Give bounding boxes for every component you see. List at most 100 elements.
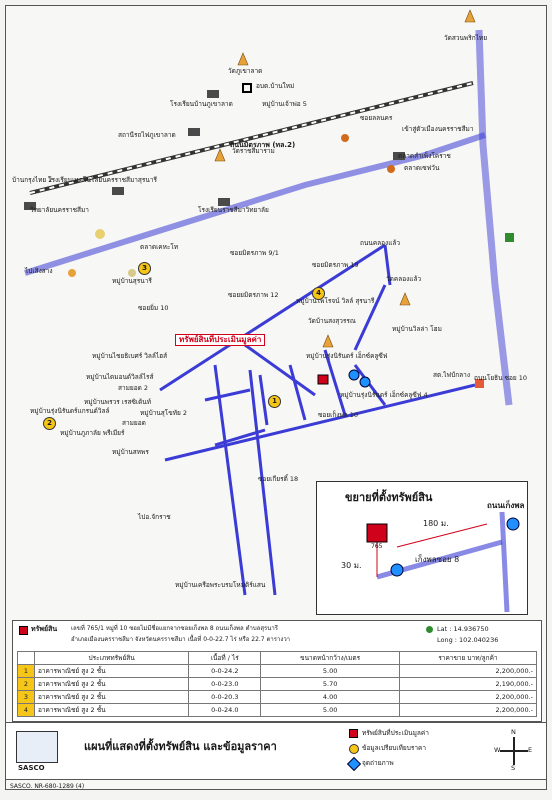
legend-subject-icon bbox=[349, 729, 358, 738]
road-label: ไปอ.จักราช bbox=[138, 513, 171, 521]
row-area: 0-0-20.3 bbox=[188, 690, 262, 704]
row-price: 2,200,000.- bbox=[398, 703, 538, 717]
inset-canvas bbox=[366, 511, 520, 613]
place-label: โรงเรียนบ้านภูเขาลาด bbox=[170, 100, 233, 108]
square-marker bbox=[242, 83, 252, 93]
table-row: 1 อาคารพาณิชย์ สูง 2 ชั้น 0-0-24.2 5.00 … bbox=[17, 664, 538, 678]
sasco-logo-icon bbox=[16, 731, 58, 763]
property-description-2: อำเภอเมืองนครราชสีมา จังหวัดนครราชสีมา เ… bbox=[71, 636, 291, 643]
row-type: อาคารพาณิชย์ สูง 2 ชั้น bbox=[33, 690, 190, 704]
footer-title: แผนที่แสดงที่ตั้งทรัพย์สิน และข้อมูลราคา bbox=[84, 740, 277, 753]
place-label: วัดราชสีมาราม bbox=[232, 147, 275, 155]
place-dot bbox=[95, 229, 105, 239]
place-label: โรงเรียนราชสีมาวิทยาลัย bbox=[198, 206, 269, 214]
lat-icon bbox=[426, 626, 433, 633]
place-dot bbox=[68, 269, 76, 277]
place-label: วัดคลองแล้ว bbox=[386, 275, 422, 283]
place-label: ซอยยมิตรภาพ 12 bbox=[228, 291, 279, 299]
compass-s: S bbox=[511, 764, 516, 772]
legend-subject-label: ทรัพย์สินที่ประเมินมูลค่า bbox=[362, 729, 429, 737]
compass-n: N bbox=[511, 728, 516, 736]
place-label: ตลาดเคหะโท bbox=[140, 243, 179, 251]
place-label: หมู่บ้านวิลล่า โฮม bbox=[392, 325, 442, 333]
place-label: หมู่บ้านไพโรจน์ วิลล์ สุรนารี bbox=[296, 297, 375, 305]
table-header: ประเภททรัพย์สิน เนื้อที่ / ไร่ ขนาดหน้าก… bbox=[17, 651, 538, 665]
document-code: SASCO. NR-680-1289 (4) bbox=[10, 783, 85, 790]
place-label: หมู่บ้านสุโขทัย 2 bbox=[140, 409, 187, 417]
col-type: ประเภททรัพย์สิน bbox=[33, 651, 190, 665]
subject-label: ทรัพย์สินที่ประเมินมูลค่า bbox=[175, 334, 266, 346]
property-description-1: เลขที่ 765/1 หมู่ที่ 10 ซอยไม่มีชื่อแยกจ… bbox=[71, 625, 278, 632]
place-dot bbox=[341, 134, 349, 142]
row-type: อาคารพาณิชย์ สูง 2 ชั้น bbox=[33, 677, 190, 691]
place-label: หมู่บ้านรุ่งนิรันดร์แกรนด์วิลล์ bbox=[30, 407, 110, 415]
map-canvas bbox=[24, 9, 514, 596]
highway-mitraphap bbox=[24, 132, 486, 276]
row-area: 0-0-24.2 bbox=[188, 664, 262, 678]
legend-photo-label: จุดถ่ายภาพ bbox=[362, 759, 394, 767]
highway-204 bbox=[475, 29, 513, 406]
comparable-marker-3: 3 bbox=[138, 262, 151, 275]
place-label: ซอยมิตรภาพ 19 bbox=[312, 261, 359, 269]
row-no: 1 bbox=[17, 664, 35, 678]
place-label: โรงเรียนเทคโนโลยีนครราชสีมาสุรนารี bbox=[48, 176, 157, 184]
subject-legend-square bbox=[19, 626, 28, 635]
place-label: ถนนคลองแล้ว bbox=[360, 239, 401, 247]
place-label: หมู่บ้านเครือพระบรมโหมติร์แสน bbox=[175, 581, 266, 589]
inset-road-soi: เก็งพลซอย 8 bbox=[415, 555, 460, 564]
logo-text: SASCO bbox=[18, 764, 45, 772]
inset-road-main: ถนนเก็งพล bbox=[487, 501, 525, 510]
place-label: หมู่บ้านรุ่งนิรันดร์ เอ็กซ์คลูซีฟ bbox=[306, 352, 388, 360]
row-type: อาคารพาณิชย์ สูง 2 ชั้น bbox=[33, 703, 190, 717]
row-size: 5.70 bbox=[260, 677, 400, 691]
place-label: สามยอด 2 bbox=[118, 384, 149, 392]
row-price: 2,190,000.- bbox=[398, 677, 538, 691]
table-row: 2 อาคารพาณิชย์ สูง 2 ชั้น 0-0-23.0 5.70 … bbox=[17, 677, 538, 691]
col-price: ราคาขาย บาท/ลูกค้า bbox=[398, 651, 538, 665]
table-row: 3 อาคารพาณิชย์ สูง 2 ชั้น 0-0-20.3 4.00 … bbox=[17, 690, 538, 704]
row-no: 2 bbox=[17, 677, 35, 691]
place-label: หมู่บ้านสหพร bbox=[112, 448, 149, 456]
place-label: เข้าสู่ตัวเมืองนครราชสีมา bbox=[402, 125, 474, 133]
building-icons bbox=[24, 90, 405, 210]
place-label: หมู่บ้านพรวร เรสซิเด้นท์ bbox=[84, 398, 152, 406]
subject-property-marker bbox=[317, 374, 329, 385]
place-label: อบต.บ้านใหม่ bbox=[256, 82, 295, 90]
compass-w: W bbox=[494, 746, 501, 754]
latitude: Lat : 14.936750 bbox=[437, 625, 489, 633]
place-label: ซอยยิ่ม 10 bbox=[138, 304, 169, 312]
railway bbox=[29, 81, 474, 195]
place-label: บ้านกรุงไทย 2 bbox=[12, 176, 53, 184]
property-label: ทรัพย์สิน bbox=[31, 625, 58, 633]
row-type: อาคารพาณิชย์ สูง 2 ชั้น bbox=[33, 664, 190, 678]
photo-point-icon bbox=[359, 376, 371, 388]
price-table: ประเภททรัพย์สิน เนื้อที่ / ไร่ ขนาดหน้าก… bbox=[17, 651, 538, 717]
row-price: 2,200,000.- bbox=[398, 690, 538, 704]
compass-rose-icon: N S W E bbox=[494, 729, 534, 773]
row-size: 5.00 bbox=[260, 664, 400, 678]
legend-comparable-icon bbox=[349, 744, 359, 754]
place-label: สต.ไฟป์กลาง bbox=[433, 371, 470, 379]
row-price: 2,200,000.- bbox=[398, 664, 538, 678]
legend-comparable-label: ข้อมูลเปรียบเทียบราคา bbox=[362, 744, 426, 752]
compass-e: E bbox=[528, 746, 533, 754]
place-label: หมู่บ้านไดมอนด์วิลล์ไรส์ bbox=[86, 373, 154, 381]
place-label: สามยอด bbox=[122, 419, 146, 427]
place-label: วิทยาลัยนครราชสีมา bbox=[30, 206, 89, 214]
place-label: หมู่บ้านภูภาลัย พรีเมียร์ bbox=[60, 429, 125, 437]
comparable-marker-2: 2 bbox=[43, 417, 56, 430]
longitude: Long : 102.040236 bbox=[437, 636, 499, 644]
place-label: ซอยมิตรภาพ 9/1 bbox=[230, 249, 279, 257]
place-label: วัดสวนพริกไทย bbox=[444, 34, 488, 42]
row-area: 0-0-23.0 bbox=[188, 677, 262, 691]
road-label: ถนนมิตรภาพ (ทล.2) bbox=[230, 141, 296, 149]
row-area: 0-0-24.0 bbox=[188, 703, 262, 717]
legend-photo-icon bbox=[346, 756, 362, 772]
col-size: ขนาดหน้ากว้าง/เมตร bbox=[260, 651, 400, 665]
place-label: วัดบ้านสงสุวรรณ bbox=[308, 317, 356, 325]
place-label: ซอยเกียรติ์ 18 bbox=[258, 475, 299, 483]
place-dot bbox=[387, 165, 395, 173]
comparable-marker-1: 1 bbox=[268, 395, 281, 408]
property-info-panel: ทรัพย์สิน เลขที่ 765/1 หมู่ที่ 10 ซอยไม่… bbox=[12, 620, 542, 722]
photo-point-icon bbox=[348, 369, 360, 381]
